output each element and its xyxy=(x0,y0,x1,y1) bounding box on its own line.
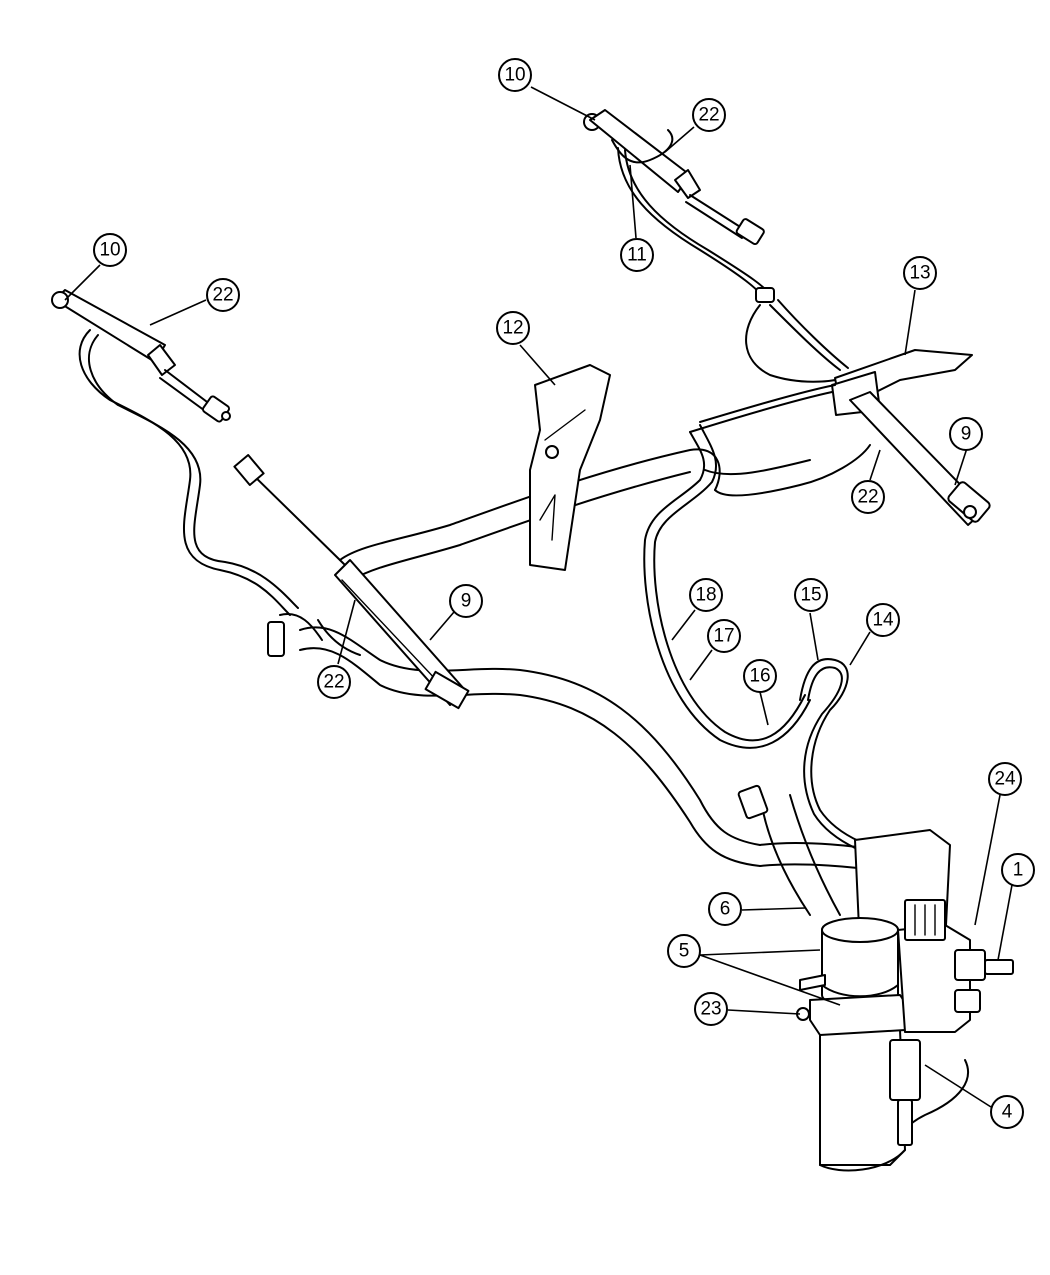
center-bracket xyxy=(529,364,611,571)
callout-label: 22 xyxy=(857,487,878,508)
callout-24: 24 xyxy=(988,762,1022,796)
main-hose xyxy=(299,444,871,867)
callout-23: 23 xyxy=(694,992,728,1026)
callout-22-right: 22 xyxy=(851,480,885,514)
callout-17: 17 xyxy=(707,619,741,653)
callout-5: 5 xyxy=(667,934,701,968)
callout-12: 12 xyxy=(496,311,530,345)
callout-16: 16 xyxy=(743,659,777,693)
callout-label: 18 xyxy=(695,585,716,606)
callout-22-center: 22 xyxy=(317,665,351,699)
callout-label: 6 xyxy=(720,899,731,920)
callout-label: 9 xyxy=(461,591,472,612)
callout-15: 15 xyxy=(794,578,828,612)
callout-10-top: 10 xyxy=(498,58,532,92)
top-lift-cylinder xyxy=(583,109,849,383)
callout-label: 22 xyxy=(698,105,719,126)
callout-label: 9 xyxy=(961,424,972,445)
callout-11: 11 xyxy=(620,238,654,272)
callout-10-left: 10 xyxy=(93,233,127,267)
callout-9-center: 9 xyxy=(449,584,483,618)
callout-label: 24 xyxy=(994,769,1016,790)
callout-label: 17 xyxy=(713,626,734,647)
leader-lines xyxy=(64,86,1013,1108)
center-lift-cylinder xyxy=(233,454,470,710)
callout-label: 13 xyxy=(909,263,930,284)
right-bracket-cylinder xyxy=(643,349,991,749)
callout-label: 15 xyxy=(800,585,821,606)
callout-label: 23 xyxy=(700,999,721,1020)
callout-label: 22 xyxy=(212,285,233,306)
callout-label: 10 xyxy=(504,65,525,86)
callout-22-top: 22 xyxy=(692,98,726,132)
callout-6: 6 xyxy=(708,892,742,926)
callout-22-left: 22 xyxy=(206,278,240,312)
callout-label: 12 xyxy=(502,318,523,339)
callout-label: 22 xyxy=(323,672,344,693)
left-lift-cylinder xyxy=(51,289,299,616)
callout-label: 10 xyxy=(99,240,120,261)
callout-label: 5 xyxy=(679,941,690,962)
callout-label: 16 xyxy=(749,666,770,687)
callout-18: 18 xyxy=(689,578,723,612)
callout-label: 1 xyxy=(1013,860,1024,881)
callout-1: 1 xyxy=(1001,853,1035,887)
callout-14: 14 xyxy=(866,603,900,637)
callout-4: 4 xyxy=(990,1095,1024,1129)
callout-label: 4 xyxy=(1002,1102,1013,1123)
callout-13: 13 xyxy=(903,256,937,290)
callout-9-right: 9 xyxy=(949,417,983,451)
callout-label: 14 xyxy=(872,610,894,631)
pump-assembly xyxy=(737,784,1014,1172)
callout-label: 11 xyxy=(627,245,647,266)
